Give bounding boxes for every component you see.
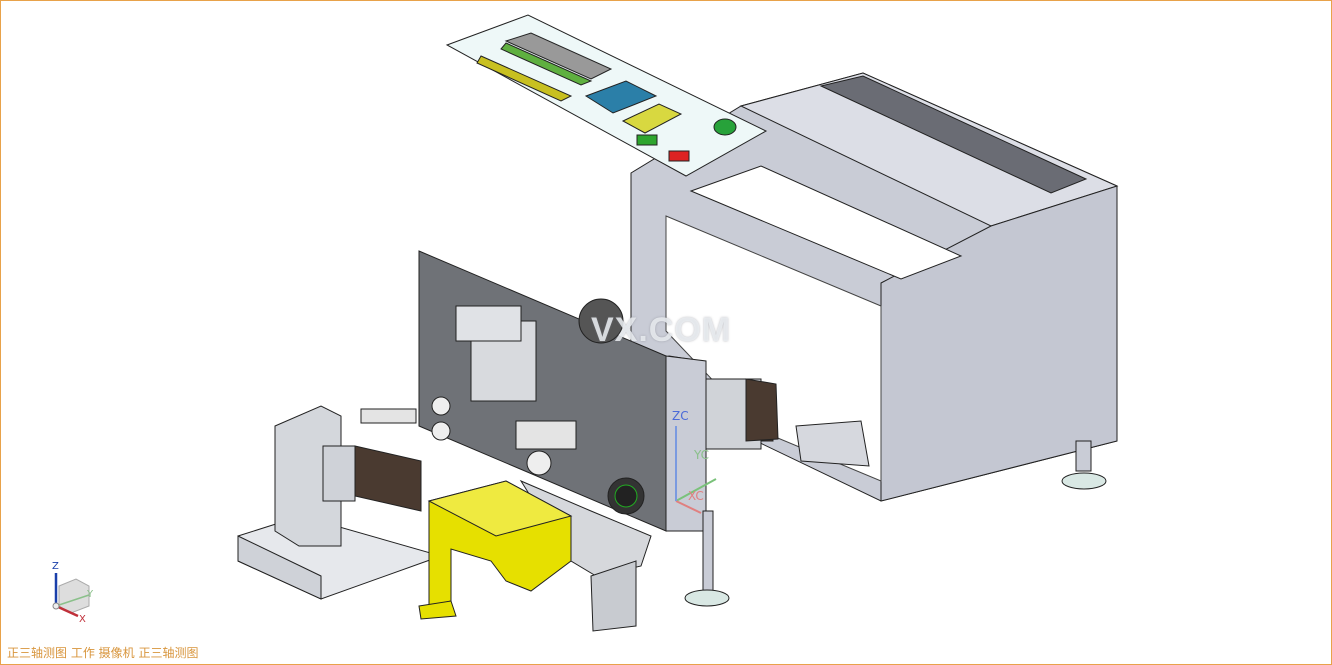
wcs-axes — [675, 426, 717, 514]
keypad — [584, 80, 658, 114]
control-panel[interactable] — [445, 14, 768, 177]
left-base[interactable] — [237, 405, 443, 600]
leveling-foot — [684, 510, 730, 607]
vent-grille — [819, 75, 1088, 194]
triad-z-label: Z — [52, 561, 59, 572]
watermark: VX.COM — [591, 311, 732, 349]
wcs-xc-label: XC — [688, 489, 704, 503]
view-triad — [52, 573, 90, 618]
view-status-text: 正三轴测图 工作 摄像机 正三轴测图 — [7, 646, 199, 660]
wcs-yc-label: YC — [694, 448, 710, 462]
stepper-motor-left — [354, 445, 422, 512]
yellow-cover[interactable] — [418, 480, 573, 620]
wcs-zc-label: ZC — [672, 409, 689, 423]
triad-y-label: Y — [87, 589, 94, 600]
triad-x-label: X — [79, 614, 86, 625]
